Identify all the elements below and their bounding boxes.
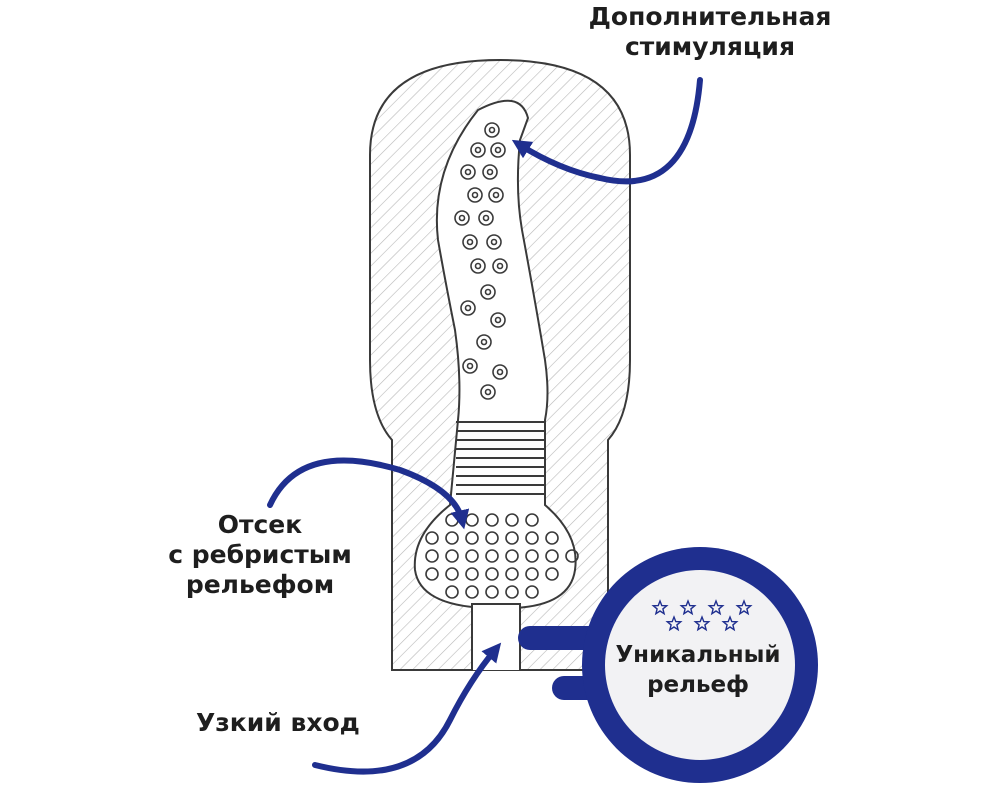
chamber-dot (525, 549, 539, 563)
bump-center (464, 304, 472, 312)
bump-center (474, 146, 482, 154)
star-icon (651, 599, 669, 616)
chamber-dot (465, 531, 479, 545)
chamber-dot (465, 585, 479, 599)
chamber-dot (485, 585, 499, 599)
bump-center (480, 338, 488, 346)
bump (490, 312, 506, 328)
chamber-dot (485, 513, 499, 527)
chamber-dot (425, 531, 439, 545)
chamber-dot (505, 567, 519, 581)
bump-center (492, 191, 500, 199)
label-left-line2: с ребристым (168, 540, 352, 569)
arrow-bottom (312, 642, 502, 775)
chamber-dot (445, 549, 459, 563)
bump (492, 364, 508, 380)
star-icon (735, 599, 753, 616)
bump (470, 142, 486, 158)
chamber-dot (505, 585, 519, 599)
bump-center (466, 238, 474, 246)
label-top-line1: Дополнительная (588, 2, 832, 31)
chamber-dot (505, 549, 519, 563)
star-icon (707, 599, 725, 616)
bump-center (494, 316, 502, 324)
bump-center (488, 126, 496, 134)
chamber-dot (425, 549, 439, 563)
bump (478, 210, 494, 226)
bump (486, 234, 502, 250)
chamber-dot (525, 513, 539, 527)
chamber-dot (485, 549, 499, 563)
bump-center (458, 214, 466, 222)
chamber-dot (545, 567, 559, 581)
bump (470, 258, 486, 274)
chamber-dot (525, 531, 539, 545)
label-bottom-text: Узкий вход (196, 708, 360, 737)
bump (480, 384, 496, 400)
badge-line2: рельеф (647, 672, 749, 698)
chamber-dot (465, 549, 479, 563)
chamber-dot (545, 531, 559, 545)
bump (488, 187, 504, 203)
bump (462, 234, 478, 250)
bump (492, 258, 508, 274)
bump (480, 284, 496, 300)
bump (460, 164, 476, 180)
bump (476, 334, 492, 350)
chamber-dot (545, 549, 559, 563)
bump-center (466, 362, 474, 370)
chamber-dot (445, 585, 459, 599)
badge-line1: Уникальный (615, 642, 781, 668)
chamber-dot (505, 513, 519, 527)
chamber-dot (505, 531, 519, 545)
bump-center (490, 238, 498, 246)
bump (460, 300, 476, 316)
star-icon (665, 615, 683, 632)
ribbed-chamber-texture (425, 513, 579, 599)
bump-center (484, 288, 492, 296)
chamber-dot (425, 567, 439, 581)
chamber-dot (525, 585, 539, 599)
bump-center (496, 262, 504, 270)
bump-center (494, 146, 502, 154)
label-left-line3: рельефом (185, 570, 335, 599)
bumps-texture (454, 122, 508, 400)
label-left-line1: Отсек (217, 510, 303, 539)
bump-center (464, 168, 472, 176)
stars-icon (651, 599, 753, 632)
chamber-dot (465, 567, 479, 581)
star-icon (693, 615, 711, 632)
chamber-dot (485, 531, 499, 545)
arrow-left (267, 457, 470, 530)
bump-center (482, 214, 490, 222)
inner-canal (413, 99, 579, 670)
label-additional-stimulation: Дополнительная стимуляция (560, 2, 860, 62)
badge-label: Уникальный рельеф (608, 640, 788, 700)
chamber-dot (485, 567, 499, 581)
chamber-dot (445, 531, 459, 545)
bump-center (474, 262, 482, 270)
chamber-dot (565, 549, 579, 563)
unique-relief-badge (518, 547, 818, 783)
bump (454, 210, 470, 226)
bump (467, 187, 483, 203)
arrow-top (511, 77, 703, 185)
bump-center (486, 168, 494, 176)
bump-center (484, 388, 492, 396)
label-top-line2: стимуляция (624, 32, 796, 61)
bump (484, 122, 500, 138)
bump (482, 164, 498, 180)
label-narrow-entry: Узкий вход (196, 708, 396, 738)
star-icon (721, 615, 739, 632)
bump (490, 142, 506, 158)
ribs-section (456, 421, 546, 495)
label-ribbed-chamber: Отсек с ребристым рельефом (140, 510, 380, 600)
bump (462, 358, 478, 374)
chamber-dot (525, 567, 539, 581)
bump-center (471, 191, 479, 199)
bump-center (496, 368, 504, 376)
chamber-dot (445, 567, 459, 581)
star-icon (679, 599, 697, 616)
